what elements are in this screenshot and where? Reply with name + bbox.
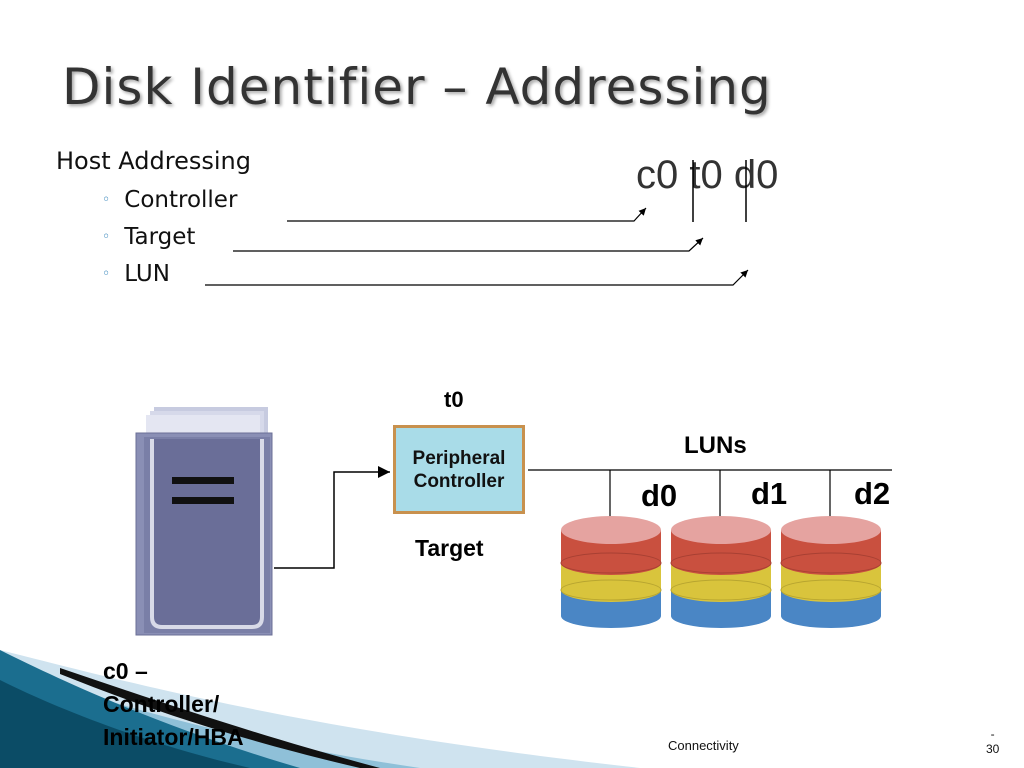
sub-bullet-lun: ◦ LUN <box>102 261 170 287</box>
circle-bullet-icon: ◦ <box>102 229 111 245</box>
page-number: - 30 <box>986 727 999 757</box>
bullet-text: Host Addressing <box>56 147 251 175</box>
lun-label-d2: d2 <box>854 476 891 511</box>
lun-label-d0: d0 <box>641 478 678 513</box>
server-tower-icon <box>135 407 273 636</box>
hba-connection <box>274 466 390 569</box>
lun-pointer-arrow <box>205 269 749 286</box>
peripheral-controller-box: Peripheral Controller <box>393 425 525 514</box>
disk-stacks <box>560 515 882 629</box>
target-label: Target <box>415 535 484 561</box>
sub-bullet-target: ◦ Target <box>102 224 195 250</box>
sub-bullet-label: Controller <box>124 187 238 213</box>
circle-bullet-icon: ◦ <box>102 266 111 282</box>
peripheral-line-1: Peripheral <box>412 447 506 469</box>
decorative-swoosh <box>0 650 640 768</box>
peripheral-line-2: Controller <box>413 470 505 492</box>
footer-text: Connectivity <box>668 738 739 753</box>
sub-bullet-label: LUN <box>124 261 170 287</box>
controller-caption-line-1: c0 – <box>103 658 148 684</box>
controller-caption-line-3: Initiator/HBA <box>103 724 244 750</box>
sub-bullet-label: Target <box>124 224 196 250</box>
page-dash: - <box>990 727 995 741</box>
sub-bullet-controller: ◦ Controller <box>102 187 237 213</box>
disk-stack-icon <box>670 515 772 629</box>
lun-grid <box>528 469 892 520</box>
lun-label-d1: d1 <box>751 476 788 511</box>
target-pointer-arrow <box>233 237 704 252</box>
controller-pointer-arrow <box>287 207 647 222</box>
luns-label: LUNs <box>684 432 747 459</box>
circle-bullet-icon: ◦ <box>102 192 111 208</box>
slide-title: Disk Identifier – Addressing <box>62 58 772 116</box>
controller-caption-line-2: Controller/ <box>103 691 220 717</box>
disk-stack-icon <box>780 515 882 629</box>
page-number-value: 30 <box>986 742 1000 756</box>
address-code: c0 t0 d0 <box>636 153 779 197</box>
bullet-host-addressing: Host Addressing <box>56 147 251 175</box>
target-id-label: t0 <box>444 387 464 412</box>
controller-caption: c0 – Controller/ Initiator/HBA <box>103 655 244 754</box>
disk-stack-icon <box>560 515 662 629</box>
